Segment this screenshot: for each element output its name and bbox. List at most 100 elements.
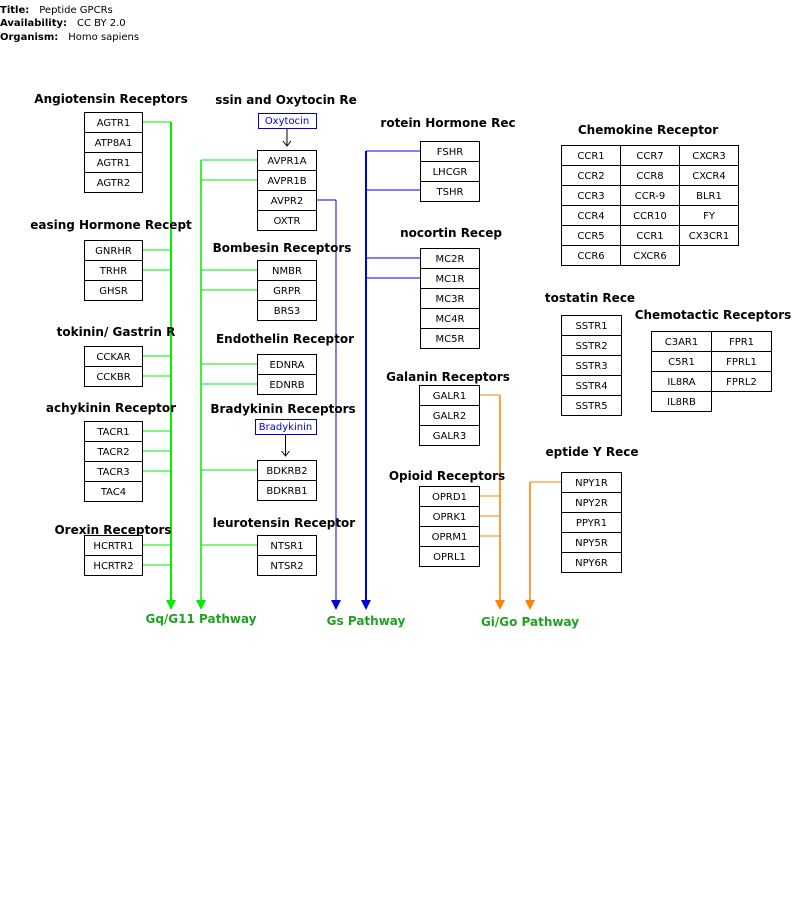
gene-label: CXCR3 (692, 151, 725, 162)
gene-label: NPY1R (575, 478, 608, 489)
gene-box-ednrb[interactable]: EDNRB (257, 374, 317, 395)
gene-box-ccr10[interactable]: CCR10 (620, 205, 680, 226)
gene-label: CCR3 (577, 191, 604, 202)
gi-pathway-label[interactable]: Gi/Go Pathway (481, 615, 579, 629)
gene-box-ntsr1[interactable]: NTSR1 (257, 535, 317, 556)
gene-box-tacr3[interactable]: TACR3 (84, 461, 143, 482)
gene-box-agtr1[interactable]: AGTR1 (84, 152, 143, 173)
gene-box-oprd1[interactable]: OPRD1 (419, 486, 480, 507)
gene-box-nmbr[interactable]: NMBR (257, 260, 317, 281)
gene-label: FPR1 (729, 337, 754, 348)
gene-box-grpr[interactable]: GRPR (257, 280, 317, 301)
gene-box-mc2r[interactable]: MC2R (420, 248, 480, 269)
gene-box-tshr[interactable]: TSHR (420, 181, 480, 202)
gene-box-tacr1[interactable]: TACR1 (84, 421, 143, 442)
gene-box-brs3[interactable]: BRS3 (257, 300, 317, 321)
gene-box-avpr1b[interactable]: AVPR1B (257, 170, 317, 191)
gene-box-il8rb[interactable]: IL8RB (651, 391, 712, 412)
gene-box-ccr6[interactable]: CCR6 (561, 245, 621, 266)
gene-label: CCR5 (577, 231, 604, 242)
gene-box-blr1[interactable]: BLR1 (679, 185, 739, 206)
galanin-group-title: Galanin Receptors (386, 370, 510, 384)
gene-label: CCR1 (577, 151, 604, 162)
gene-box-npy6r[interactable]: NPY6R (561, 552, 622, 573)
gene-box-mc1r[interactable]: MC1R (420, 268, 480, 289)
gene-box-hcrtr2[interactable]: HCRTR2 (84, 555, 143, 576)
gene-label: MC3R (436, 294, 465, 305)
gene-box-ccr1[interactable]: CCR1 (620, 225, 680, 246)
gene-label: MC4R (436, 314, 465, 325)
gene-box-ccr-9[interactable]: CCR-9 (620, 185, 680, 206)
gene-box-mc5r[interactable]: MC5R (420, 328, 480, 349)
gene-box-trhr[interactable]: TRHR (84, 260, 143, 281)
gene-box-galr2[interactable]: GALR2 (419, 405, 480, 426)
gene-box-cx3cr1[interactable]: CX3CR1 (679, 225, 739, 246)
gene-label: NTSR1 (270, 541, 303, 552)
gene-box-bdkrb2[interactable]: BDKRB2 (257, 460, 317, 481)
gene-box-agtr1[interactable]: AGTR1 (84, 112, 143, 133)
gene-box-gnrhr[interactable]: GNRHR (84, 240, 143, 261)
gene-box-cckbr[interactable]: CCKBR (84, 366, 143, 387)
gene-box-ccr7[interactable]: CCR7 (620, 145, 680, 166)
gene-box-oprl1[interactable]: OPRL1 (419, 546, 480, 567)
bombesin-group-title: Bombesin Receptors (213, 241, 352, 255)
gene-box-ntsr2[interactable]: NTSR2 (257, 555, 317, 576)
gene-box-oprm1[interactable]: OPRM1 (419, 526, 480, 547)
gene-box-galr1[interactable]: GALR1 (419, 385, 480, 406)
gene-label: NPY6R (575, 558, 608, 569)
gene-box-ppyr1[interactable]: PPYR1 (561, 512, 622, 533)
gene-label: IL8RA (667, 377, 695, 388)
gene-box-agtr2[interactable]: AGTR2 (84, 172, 143, 193)
gene-box-il8ra[interactable]: IL8RA (651, 371, 712, 392)
gene-box-fy[interactable]: FY (679, 205, 739, 226)
gene-box-sstr2[interactable]: SSTR2 (561, 335, 622, 356)
gene-box-ccr1[interactable]: CCR1 (561, 145, 621, 166)
gene-box-mc4r[interactable]: MC4R (420, 308, 480, 329)
gene-box-tac4[interactable]: TAC4 (84, 481, 143, 502)
gene-box-avpr2[interactable]: AVPR2 (257, 190, 317, 211)
gene-box-npy1r[interactable]: NPY1R (561, 472, 622, 493)
gene-box-cxcr6[interactable]: CXCR6 (620, 245, 680, 266)
gene-box-avpr1a[interactable]: AVPR1A (257, 150, 317, 171)
gene-box-bdkrb1[interactable]: BDKRB1 (257, 480, 317, 501)
gq-pathway-label[interactable]: Gq/G11 Pathway (145, 612, 256, 626)
gene-box-tacr2[interactable]: TACR2 (84, 441, 143, 462)
gene-box-cxcr4[interactable]: CXCR4 (679, 165, 739, 186)
gene-box-atp8a1[interactable]: ATP8A1 (84, 132, 143, 153)
gene-box-c3ar1[interactable]: C3AR1 (651, 331, 712, 352)
gene-box-fprl2[interactable]: FPRL2 (711, 371, 772, 392)
gene-box-sstr4[interactable]: SSTR4 (561, 375, 622, 396)
vasopressin-ligand-box[interactable]: Oxytocin (258, 113, 317, 129)
gene-box-lhcgr[interactable]: LHCGR (420, 161, 480, 182)
gene-box-oprk1[interactable]: OPRK1 (419, 506, 480, 527)
gene-box-fshr[interactable]: FSHR (420, 141, 480, 162)
gene-box-ghsr[interactable]: GHSR (84, 280, 143, 301)
gene-box-cxcr3[interactable]: CXCR3 (679, 145, 739, 166)
gene-box-sstr5[interactable]: SSTR5 (561, 395, 622, 416)
gene-box-ccr5[interactable]: CCR5 (561, 225, 621, 246)
gene-box-hcrtr1[interactable]: HCRTR1 (84, 535, 143, 556)
gene-box-cckar[interactable]: CCKAR (84, 346, 143, 367)
ligand-label: Bradykinin (259, 422, 312, 433)
gene-box-ccr2[interactable]: CCR2 (561, 165, 621, 186)
gene-box-npy2r[interactable]: NPY2R (561, 492, 622, 513)
gene-box-ccr8[interactable]: CCR8 (620, 165, 680, 186)
gene-box-npy5r[interactable]: NPY5R (561, 532, 622, 553)
gene-box-mc3r[interactable]: MC3R (420, 288, 480, 309)
gene-box-fpr1[interactable]: FPR1 (711, 331, 772, 352)
bradykinin-ligand-box[interactable]: Bradykinin (255, 419, 317, 435)
gene-box-fprl1[interactable]: FPRL1 (711, 351, 772, 372)
gene-box-ednra[interactable]: EDNRA (257, 354, 317, 375)
gene-box-oxtr[interactable]: OXTR (257, 210, 317, 231)
gene-label: GALR1 (433, 391, 466, 402)
gene-box-sstr1[interactable]: SSTR1 (561, 315, 622, 336)
gene-box-galr3[interactable]: GALR3 (419, 425, 480, 446)
gs-pathway-label[interactable]: Gs Pathway (327, 614, 406, 628)
gene-label: CXCR6 (633, 251, 666, 262)
gene-box-c5r1[interactable]: C5R1 (651, 351, 712, 372)
gene-box-sstr3[interactable]: SSTR3 (561, 355, 622, 376)
gene-box-ccr3[interactable]: CCR3 (561, 185, 621, 206)
gene-box-ccr4[interactable]: CCR4 (561, 205, 621, 226)
